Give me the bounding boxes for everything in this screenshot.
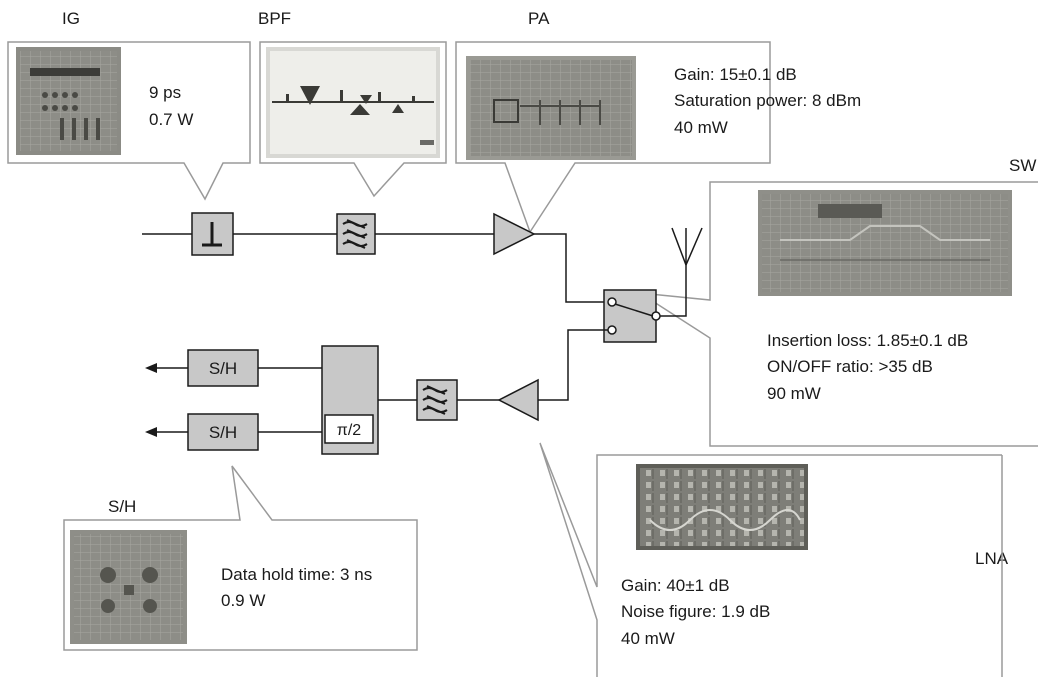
ig-chip-photo	[16, 47, 121, 155]
sw-spec-3: 90 mW	[767, 384, 821, 403]
pa-chip-photo	[466, 56, 636, 160]
ig-spec-1: 9 ps	[149, 83, 181, 102]
bpf-title: BPF	[258, 9, 291, 28]
quadrature-splitter-block: π/2	[321, 345, 379, 455]
sh-callout: Data hold time: 3 ns 0.9 W	[63, 465, 418, 651]
lna-callout: Gain: 40±1 dB Noise figure: 1.9 dB 40 mW	[539, 442, 1003, 677]
sh-spec-2: 0.9 W	[221, 591, 265, 610]
bpf-chip-photo	[266, 47, 440, 158]
sw-switch-block	[603, 289, 661, 343]
sh-block-lower-label: S/H	[209, 423, 237, 442]
sw-title: SW	[1009, 156, 1036, 175]
pa-spec-3: 40 mW	[674, 118, 728, 137]
bpf-block-tx	[336, 213, 376, 255]
phase-shift-label: π/2	[337, 422, 361, 439]
lna-amplifier-symbol	[497, 378, 539, 422]
ig-title: IG	[62, 9, 80, 28]
sh-spec-1: Data hold time: 3 ns	[221, 565, 372, 584]
sh-block-lower: S/H	[187, 413, 259, 451]
ig-spec-2: 0.7 W	[149, 110, 193, 129]
bpf-block-rx	[416, 379, 458, 421]
lna-spec-3: 40 mW	[621, 629, 675, 648]
sw-chip-photo	[758, 190, 1012, 296]
bpf-callout	[259, 41, 447, 198]
pa-spec-1: Gain: 15±0.1 dB	[674, 65, 797, 84]
sh-title: S/H	[108, 497, 136, 516]
arrow-left-icon	[145, 363, 157, 373]
lna-chip-photo	[636, 464, 808, 550]
filter-wave-icon	[342, 219, 368, 249]
sh-chip-photo	[70, 530, 187, 644]
pa-amplifier-symbol	[493, 212, 536, 256]
ig-block	[191, 212, 234, 256]
sw-spec-1: Insertion loss: 1.85±0.1 dB	[767, 331, 968, 350]
lna-spec-1: Gain: 40±1 dB	[621, 576, 730, 595]
pa-title: PA	[528, 9, 550, 28]
arrow-left-icon	[145, 427, 157, 437]
tx-signal-line	[142, 233, 604, 303]
filter-wave-icon	[422, 385, 448, 415]
lna-title: LNA	[975, 549, 1009, 568]
sh-block-upper-label: S/H	[209, 359, 237, 378]
sh-block-upper: S/H	[187, 349, 259, 387]
sw-spec-2: ON/OFF ratio: >35 dB	[767, 357, 933, 376]
lna-spec-2: Noise figure: 1.9 dB	[621, 602, 770, 621]
antenna-icon	[660, 227, 703, 317]
pa-spec-2: Saturation power: 8 dBm	[674, 91, 861, 110]
ig-callout: 9 ps 0.7 W	[7, 41, 251, 201]
sw-callout: Insertion loss: 1.85±0.1 dB ON/OFF ratio…	[639, 181, 1038, 447]
pa-callout: Gain: 15±0.1 dB Saturation power: 8 dBm …	[455, 41, 861, 234]
